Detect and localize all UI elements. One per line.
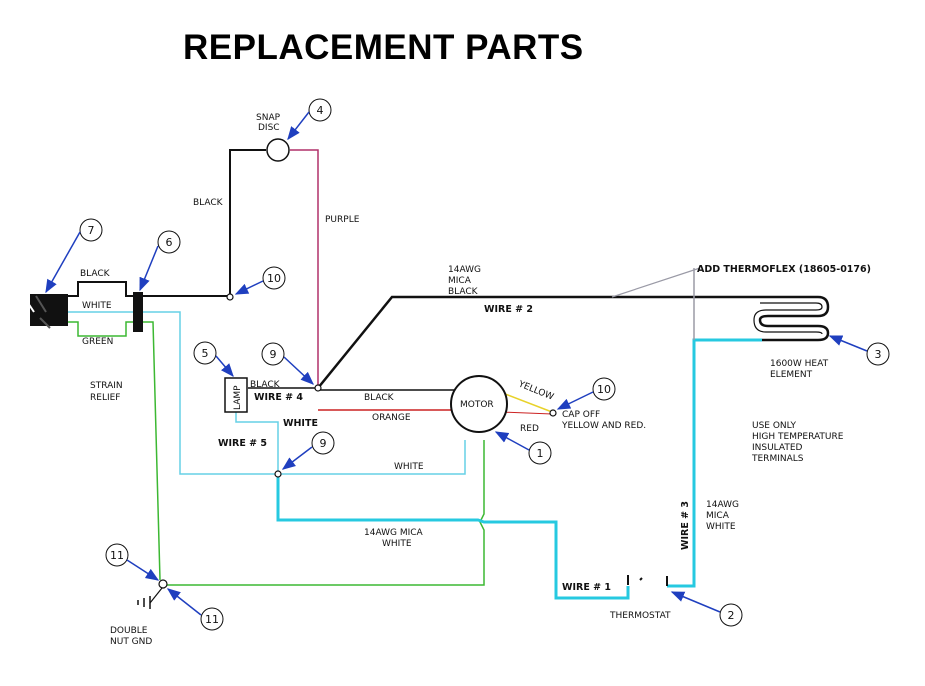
cap-off-label-1: CAP OFF <box>562 410 600 420</box>
callout-7: 7 <box>45 218 103 294</box>
ground-symbol <box>137 587 163 609</box>
callout-5: 5 <box>193 341 234 378</box>
purple-label: PURPLE <box>325 215 360 225</box>
mica-white-label-1: 14AWG MICA <box>364 528 424 538</box>
thermoflex-leader <box>611 267 701 298</box>
svg-text:3: 3 <box>875 348 882 361</box>
callout-10b: 10 <box>556 377 616 410</box>
lamp <box>224 377 248 413</box>
green-wire-motor <box>167 440 485 586</box>
snap-disc-label-1: SNAP <box>256 113 281 123</box>
green-plug-label: GREEN <box>82 337 113 347</box>
junction-10a <box>226 293 234 301</box>
svg-text:10: 10 <box>597 383 611 396</box>
red-wire <box>499 411 553 415</box>
callout-4: 4 <box>287 98 332 141</box>
mica-label-3: BLACK <box>448 287 479 297</box>
mica-right-label-3: WHITE <box>706 522 736 532</box>
junction-9b <box>274 470 282 478</box>
svg-text:11: 11 <box>205 613 219 626</box>
heat-element-label-1: 1600W HEAT <box>770 359 829 369</box>
callout-6: 6 <box>139 230 181 292</box>
wire-5-white <box>235 412 279 475</box>
wire-2-label: WIRE # 2 <box>484 304 533 315</box>
wire-3-label: WIRE # 3 <box>680 501 691 550</box>
snap-disc-label-2: DISC <box>258 123 280 133</box>
strain-relief <box>133 292 143 332</box>
wire-1-cyan <box>276 475 630 600</box>
snap-disc <box>266 138 290 162</box>
callout-10a: 10 <box>234 266 286 295</box>
svg-text:9: 9 <box>270 348 277 361</box>
wire-3-cyan <box>667 338 762 588</box>
purple-wire <box>290 149 319 388</box>
callout-9b: 9 <box>281 431 335 470</box>
yellow-label: YELLOW <box>516 379 555 402</box>
callout-3: 3 <box>828 335 890 366</box>
wire-5-label: WIRE # 5 <box>218 438 267 449</box>
svg-text:5: 5 <box>202 347 209 360</box>
ground-label-2: NUT GND <box>110 637 152 647</box>
cap-off-label-2: YELLOW AND RED. <box>561 421 646 431</box>
svg-text:7: 7 <box>88 224 95 237</box>
black-motor-label: BLACK <box>364 393 395 403</box>
mica-right-label-1: 14AWG <box>706 500 739 510</box>
page-title: REPLACEMENT PARTS <box>183 28 584 67</box>
black-wire-plug <box>68 281 230 297</box>
junction-10b <box>549 409 557 417</box>
black-top-label: BLACK <box>193 198 224 208</box>
heating-element <box>758 295 830 342</box>
strain-relief-label-2: RELIEF <box>90 393 120 403</box>
thermoflex-label: ADD THERMOFLEX (18605-0176) <box>697 264 871 275</box>
mica-white-label-2: WHITE <box>382 539 412 549</box>
mica-label-1: 14AWG <box>448 265 481 275</box>
lamp-black-label: BLACK <box>250 380 281 390</box>
callout-1: 1 <box>494 431 552 465</box>
junction-9a <box>314 384 322 392</box>
callout-11a: 11 <box>105 543 160 581</box>
lamp-white-label: WHITE <box>283 418 318 429</box>
svg-text:6: 6 <box>166 236 173 249</box>
use-only-label-4: TERMINALS <box>751 454 804 464</box>
strain-relief-label-1: STRAIN <box>90 381 123 391</box>
svg-text:1: 1 <box>537 447 544 460</box>
thermostat-contact <box>639 577 643 581</box>
black-wire-snap <box>229 149 266 298</box>
svg-text:11: 11 <box>110 549 124 562</box>
svg-text:4: 4 <box>317 104 324 117</box>
ground-nut <box>158 579 168 589</box>
red-label: RED <box>520 424 539 434</box>
svg-text:10: 10 <box>267 272 281 285</box>
power-plug <box>25 294 68 329</box>
wire-4-label: WIRE # 4 <box>254 392 303 403</box>
wire-1-label: WIRE # 1 <box>562 582 611 593</box>
heat-element-label-2: ELEMENT <box>770 370 813 380</box>
motor-label: MOTOR <box>460 400 494 410</box>
use-only-label-3: INSULATED <box>752 443 803 453</box>
callout-11b: 11 <box>166 588 224 631</box>
motor <box>450 375 508 433</box>
mica-right-label-2: MICA <box>706 511 730 521</box>
orange-label: ORANGE <box>372 413 411 423</box>
ground-label-1: DOUBLE <box>110 626 148 636</box>
svg-text:9: 9 <box>320 437 327 450</box>
lamp-label: LAMP <box>233 385 243 410</box>
white-plug-label: WHITE <box>82 301 112 311</box>
green-wire <box>68 321 161 581</box>
thermostat-label: THERMOSTAT <box>609 611 671 621</box>
wire-2-black <box>317 295 760 389</box>
use-only-label-2: HIGH TEMPERATURE <box>752 432 844 442</box>
yellow-wire <box>499 391 553 413</box>
mica-label-2: MICA <box>448 276 472 286</box>
white-bottom-label: WHITE <box>394 462 424 472</box>
heating-element-inner <box>753 302 823 335</box>
svg-text:2: 2 <box>728 609 735 622</box>
callout-9a: 9 <box>261 342 314 385</box>
callout-2: 2 <box>670 591 743 627</box>
black-plug-label: BLACK <box>80 269 111 279</box>
use-only-label-1: USE ONLY <box>752 421 796 431</box>
